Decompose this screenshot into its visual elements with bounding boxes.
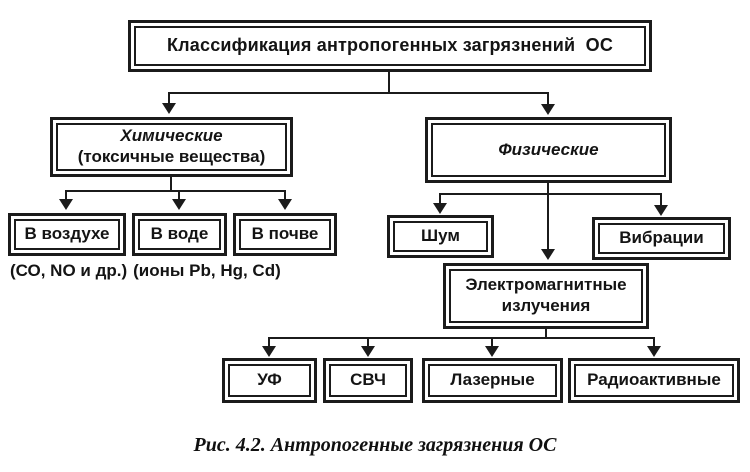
node-radioactive: Радиоактивные (568, 358, 740, 403)
node-root-inner: Классификация антропогенных загрязнений … (134, 26, 646, 66)
node-radioactive-label: Радиоактивные (587, 370, 721, 390)
arrow-down-icon (172, 199, 186, 210)
connector-line (439, 193, 441, 204)
connector-line (547, 92, 549, 105)
node-water: В воде (132, 213, 227, 256)
note-air-examples: (СО, NO и др.) (10, 261, 128, 280)
node-uv-inner: УФ (228, 364, 311, 397)
connector-line (284, 190, 286, 200)
node-air-label: В воздухе (24, 224, 110, 244)
arrow-down-icon (541, 104, 555, 115)
arrow-down-icon (654, 205, 668, 216)
node-chemical: Химические (токсичные вещества) (50, 117, 293, 177)
node-noise: Шум (387, 215, 494, 258)
connector-line (653, 337, 655, 347)
connector-line (367, 337, 369, 347)
node-emr-label-line1: Электромагнитные (465, 275, 627, 295)
node-root: Классификация антропогенных загрязнений … (128, 20, 652, 72)
connector-line (388, 72, 390, 93)
node-emr: Электромагнитные излучения (443, 263, 649, 329)
node-microwave-inner: СВЧ (329, 364, 407, 397)
node-air: В воздухе (8, 213, 126, 256)
node-chemical-subtitle: (токсичные вещества) (77, 147, 266, 166)
connector-line (545, 329, 547, 339)
node-laser-inner: Лазерные (428, 364, 557, 397)
connector-line (168, 92, 170, 105)
connector-line (268, 337, 655, 339)
node-vibration-label: Вибрации (619, 228, 704, 248)
node-microwave-label: СВЧ (350, 370, 386, 390)
node-microwave: СВЧ (323, 358, 413, 403)
arrow-down-icon (433, 203, 447, 214)
figure-caption: Рис. 4.2. Антропогенные загрязнения ОС (193, 434, 557, 456)
node-noise-label: Шум (421, 226, 460, 246)
connector-line (170, 177, 172, 192)
node-emr-inner: Электромагнитные излучения (449, 269, 643, 323)
connector-line (439, 193, 661, 195)
node-physical-inner: Физические (431, 123, 666, 177)
node-uv: УФ (222, 358, 317, 403)
arrow-down-icon (647, 346, 661, 357)
arrow-down-icon (262, 346, 276, 357)
arrow-down-icon (541, 249, 555, 260)
connector-line (547, 193, 549, 250)
node-water-label: В воде (150, 224, 209, 244)
connector-line (660, 193, 662, 206)
node-laser: Лазерные (422, 358, 563, 403)
node-radioactive-inner: Радиоактивные (574, 364, 734, 397)
arrow-down-icon (361, 346, 375, 357)
arrow-down-icon (59, 199, 73, 210)
connector-line (169, 92, 549, 94)
arrow-down-icon (162, 103, 176, 114)
connector-line (65, 190, 67, 200)
node-noise-inner: Шум (393, 221, 488, 252)
chemical-notes: (СО, NO и др.) (ионы Pb, Hg, Cd) (10, 261, 362, 281)
node-laser-label: Лазерные (450, 370, 535, 390)
node-physical-title: Физические (498, 139, 599, 159)
node-emr-label-line2: излучения (501, 296, 591, 315)
connector-line (268, 337, 270, 347)
node-uv-label: УФ (257, 370, 282, 390)
node-soil: В почве (233, 213, 337, 256)
node-soil-inner: В почве (239, 219, 331, 250)
node-vibration-inner: Вибрации (598, 223, 725, 254)
node-root-label: Классификация антропогенных загрязнений … (166, 35, 614, 56)
arrow-down-icon (278, 199, 292, 210)
node-water-inner: В воде (138, 219, 221, 250)
connector-line (65, 190, 286, 192)
arrow-down-icon (485, 346, 499, 357)
node-vibration: Вибрации (592, 217, 731, 260)
node-chemical-title: Химические (120, 126, 223, 146)
connector-line (491, 337, 493, 347)
node-chemical-inner: Химические (токсичные вещества) (56, 123, 287, 171)
node-air-inner: В воздухе (14, 219, 120, 250)
connector-line (178, 190, 180, 200)
connector-line (547, 183, 549, 195)
node-physical: Физические (425, 117, 672, 183)
note-ion-examples: (ионы Pb, Hg, Cd) (133, 261, 281, 280)
node-soil-label: В почве (251, 224, 319, 244)
